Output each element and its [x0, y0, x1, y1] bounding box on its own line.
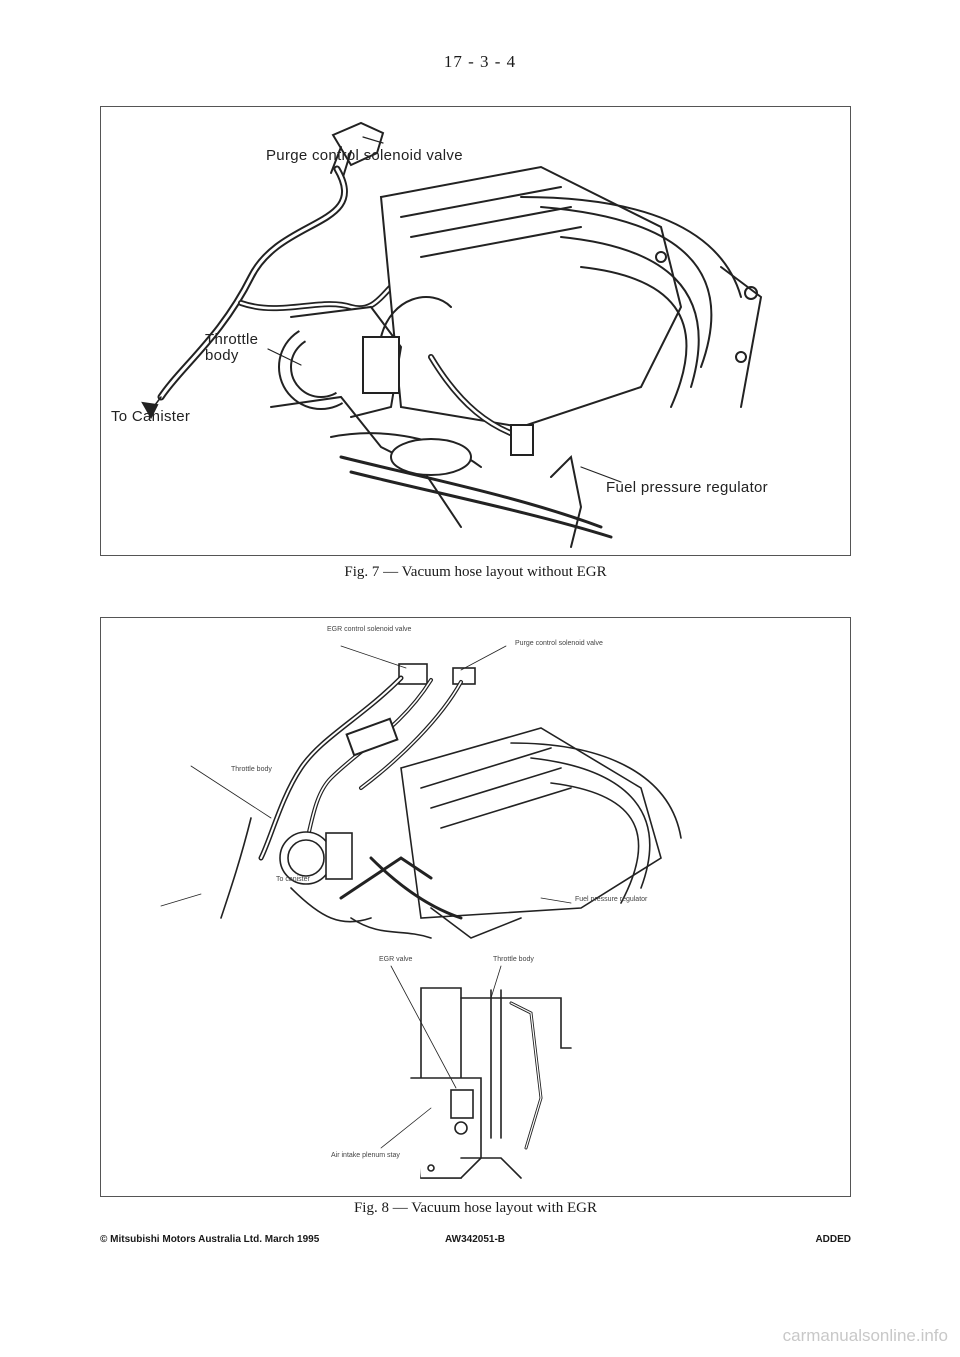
footer-copyright: © Mitsubishi Motors Australia Ltd. March… [100, 1234, 320, 1245]
footer-status: ADDED [815, 1234, 851, 1245]
figure-7-caption: Fig. 7 — Vacuum hose layout without EGR [344, 564, 607, 580]
egr-solenoid-label: EGR control solenoid valve [327, 626, 412, 633]
canister-label: To Canister [111, 408, 191, 425]
page-number: 17 - 3 - 4 [443, 52, 517, 71]
purge-valve-label-fig8: Purge control solenoid valve [515, 640, 603, 647]
figure-7-illustration [141, 121, 763, 548]
figure-8: EGR control solenoid valve Purge control… [100, 617, 851, 1197]
fuel-regulator-label-fig8: Fuel pressure regulator [575, 896, 648, 903]
throttle-label-line1: Throttle [205, 331, 259, 348]
figure-7: Purge control solenoid valve Throttle bo… [100, 106, 851, 556]
figure-8-illustration [160, 645, 682, 1179]
figure-8-caption: Fig. 8 — Vacuum hose layout with EGR [353, 1200, 598, 1216]
watermark: carmanualsonline.info [782, 1326, 948, 1345]
throttle-label-fig8: Throttle body [231, 766, 272, 773]
plenum-stay-label: Air intake plenum stay [331, 1152, 400, 1159]
egr-valve-label: EGR valve [379, 956, 413, 963]
throttle-label-line2: body [205, 347, 239, 364]
footer-code: AW342051-B [445, 1234, 506, 1245]
canister-label-fig8: To canister [276, 876, 310, 883]
purge-valve-label: Purge control solenoid valve [266, 147, 463, 164]
fuel-regulator-label: Fuel pressure regulator [606, 479, 768, 496]
throttle-detail-label: Throttle body [493, 956, 534, 963]
